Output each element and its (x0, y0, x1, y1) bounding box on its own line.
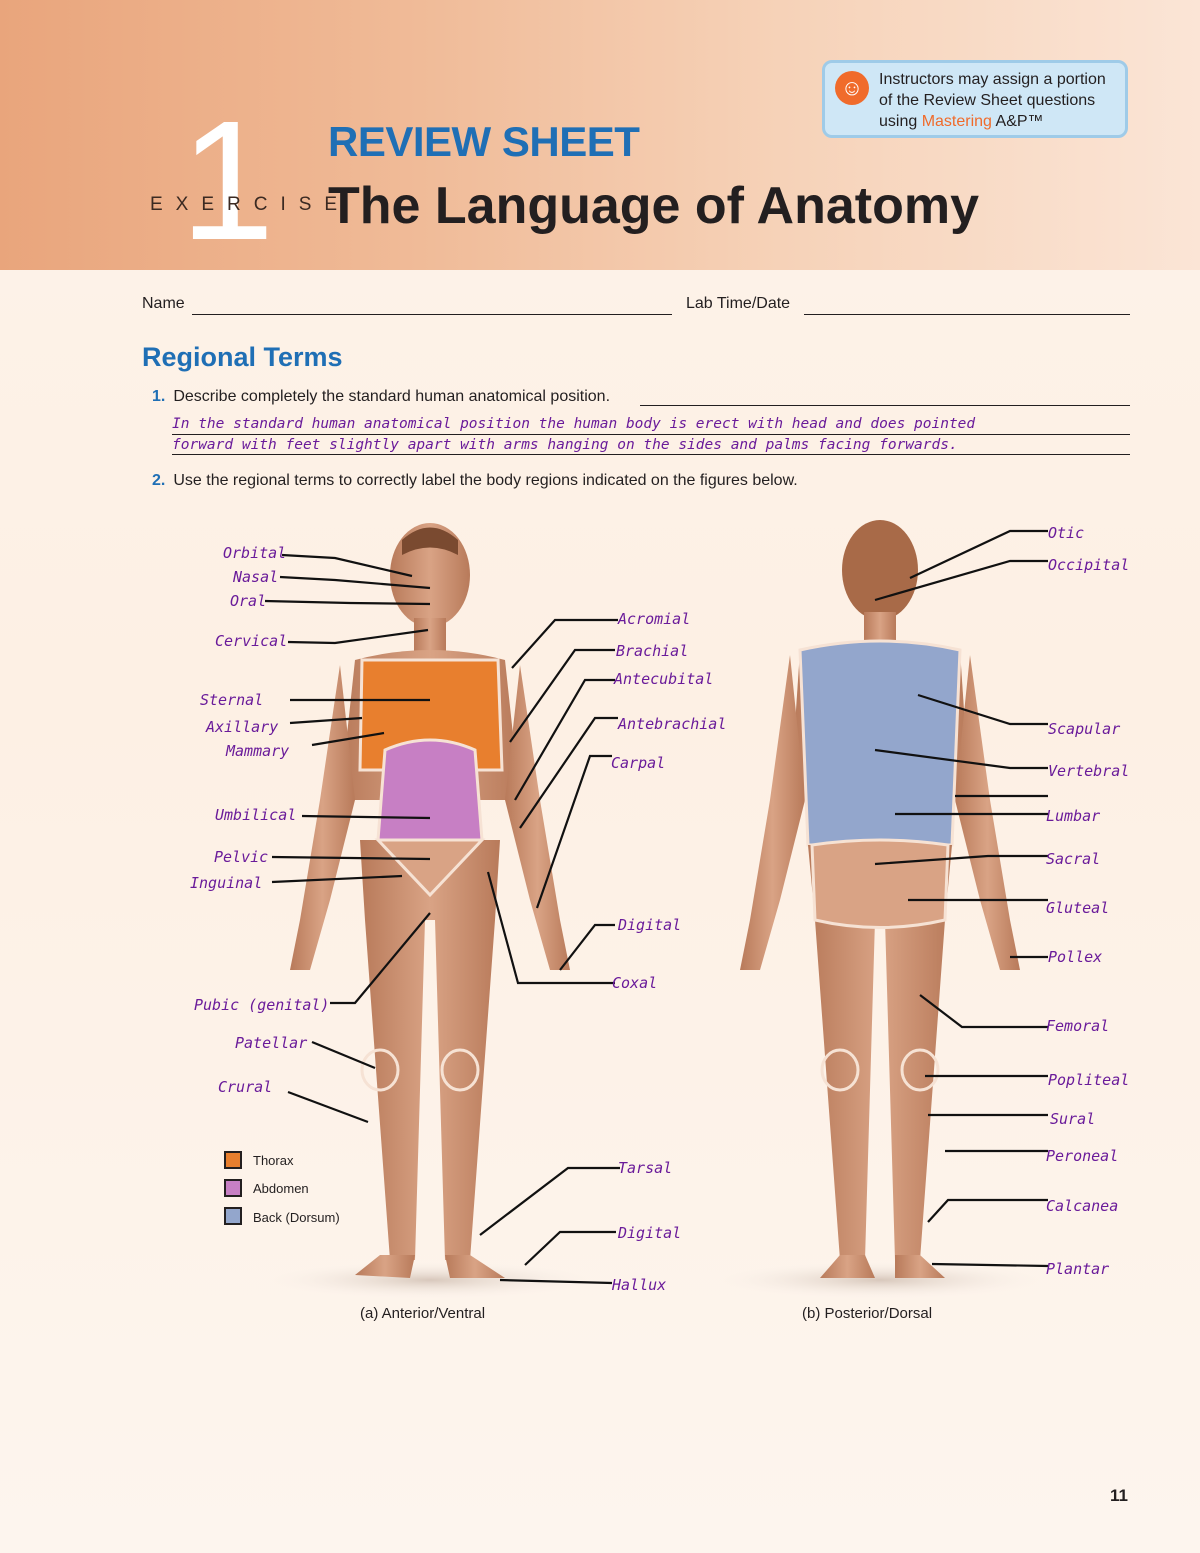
label-antecubital: Antecubital (613, 670, 713, 688)
lab-time-label: Lab Time/Date (686, 295, 791, 312)
floor-shadow-posterior (720, 1262, 1040, 1298)
label-nasal: Nasal (232, 568, 278, 586)
body-regions-figure: Orbital Nasal Oral Cervical Sternal Axil… (190, 520, 1129, 1298)
mastering-logo-icon: ☺ (835, 71, 869, 105)
label-calcanea: Calcanea (1046, 1197, 1118, 1215)
name-field[interactable] (192, 314, 672, 315)
legend-swatch-thorax (224, 1151, 242, 1169)
legend-back: Back (Dorsum) (253, 1210, 340, 1225)
question-1-line (640, 405, 1130, 406)
question-2: 2.Use the regional terms to correctly la… (152, 472, 798, 489)
leader-lines (264, 529, 1049, 1285)
caption-anterior: (a) Anterior/Ventral (360, 1305, 486, 1322)
label-pubic: Pubic (genital) (194, 996, 329, 1014)
answer-1[interactable]: In the standard human anatomical positio… (172, 416, 976, 453)
label-acromial: Acromial (617, 610, 690, 628)
label-orbital: Orbital (223, 544, 286, 562)
label-digital-hand: Digital (617, 916, 681, 934)
posterior-figure (740, 520, 1020, 1278)
label-peroneal: Peroneal (1046, 1147, 1118, 1165)
page-title: The Language of Anatomy (328, 177, 979, 235)
label-otic: Otic (1048, 524, 1084, 542)
label-digital-foot: Digital (617, 1224, 681, 1242)
legend-abdomen: Abdomen (253, 1181, 309, 1196)
label-lumbar: Lumbar (1046, 807, 1100, 825)
legend-swatch-abdomen (224, 1179, 242, 1197)
label-cervical: Cervical (215, 632, 287, 650)
label-oral: Oral (230, 592, 266, 610)
caption-posterior: (b) Posterior/Dorsal (802, 1305, 933, 1322)
page-number: 11 (1110, 1486, 1128, 1505)
label-pelvic: Pelvic (214, 848, 268, 866)
review-sheet-title: REVIEW SHEET (328, 118, 640, 165)
anterior-figure (290, 523, 570, 1278)
instructor-note: ☺ Instructors may assign a portion of th… (822, 60, 1128, 138)
label-inguinal: Inguinal (190, 874, 262, 892)
label-hallux: Hallux (611, 1276, 666, 1294)
label-gluteal: Gluteal (1046, 899, 1109, 917)
note-text: Instructors may assign a portion of the … (879, 71, 1106, 130)
answer-line-2 (172, 454, 1130, 455)
label-antebrachial: Antebrachial (617, 715, 726, 733)
label-carpal: Carpal (611, 754, 665, 772)
label-patellar: Patellar (235, 1034, 307, 1052)
label-mammary: Mammary (225, 742, 289, 760)
label-sternal: Sternal (200, 691, 263, 709)
name-label: Name (142, 295, 185, 312)
legend-swatch-back (224, 1207, 242, 1225)
label-sacral: Sacral (1046, 850, 1100, 868)
label-tarsal: Tarsal (618, 1159, 672, 1177)
floor-shadow-anterior (270, 1262, 590, 1298)
label-axillary: Axillary (205, 718, 278, 736)
legend-thorax: Thorax (253, 1153, 294, 1168)
label-vertebral: Vertebral (1048, 762, 1129, 780)
label-coxal: Coxal (612, 974, 657, 992)
label-popliteal: Popliteal (1048, 1071, 1129, 1089)
lab-time-field[interactable] (804, 314, 1130, 315)
label-occipital: Occipital (1048, 556, 1129, 574)
label-crural: Crural (218, 1078, 272, 1096)
answer-line-1 (172, 434, 1130, 435)
label-brachial: Brachial (616, 642, 688, 660)
label-pollex: Pollex (1048, 948, 1102, 966)
label-scapular: Scapular (1048, 720, 1120, 738)
label-femoral: Femoral (1046, 1017, 1109, 1035)
label-umbilical: Umbilical (215, 806, 296, 824)
section-title: Regional Terms (142, 342, 343, 372)
label-sural: Sural (1050, 1110, 1095, 1128)
label-plantar: Plantar (1046, 1260, 1109, 1278)
exercise-number: 1 (180, 86, 275, 276)
exercise-word: EXERCISE (150, 194, 351, 215)
question-1: 1.Describe completely the standard human… (152, 388, 611, 405)
